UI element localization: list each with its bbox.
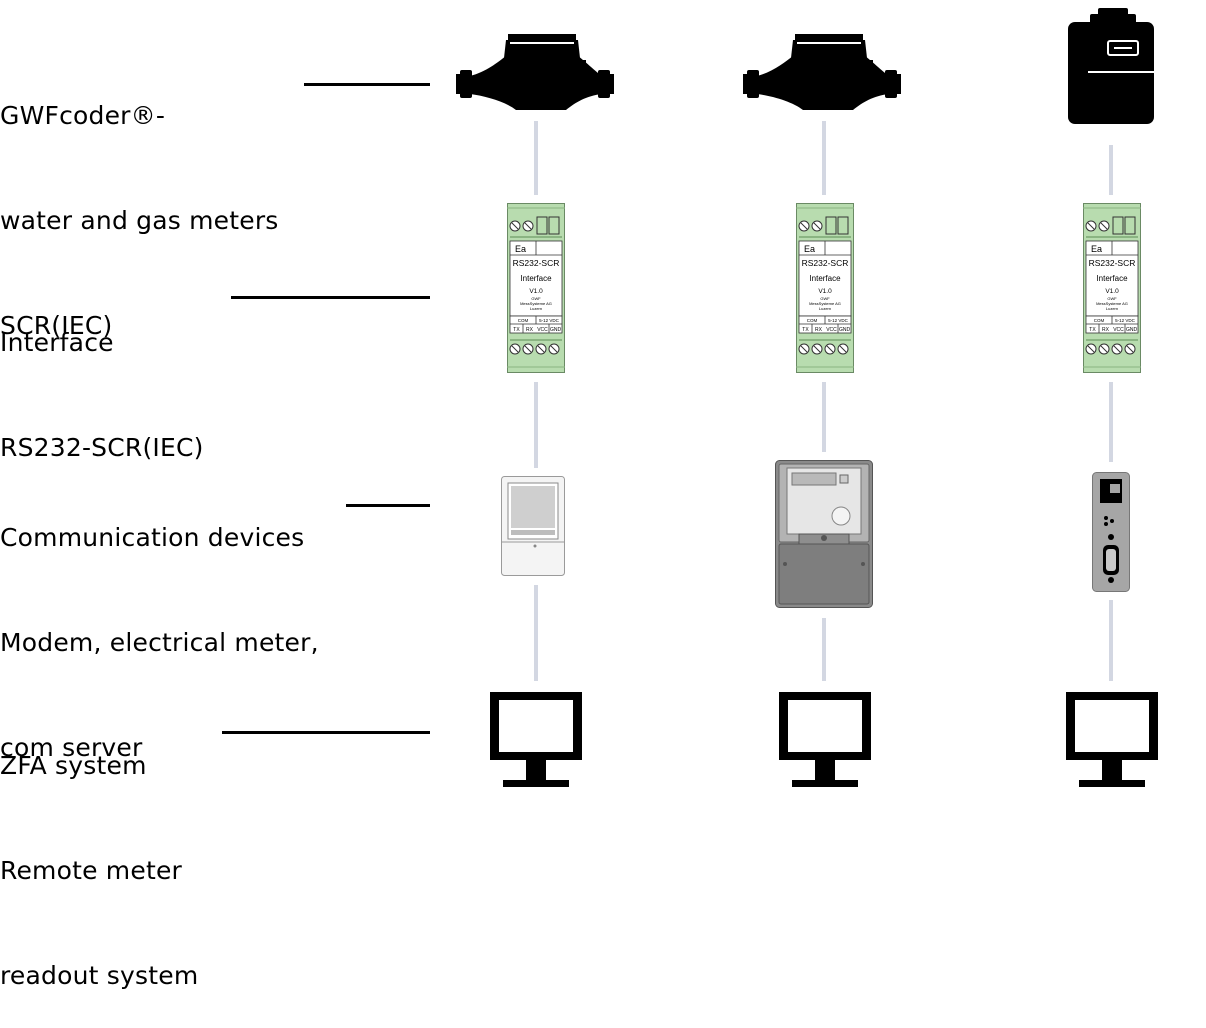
- label-line: Interface: [0, 328, 114, 357]
- module-maker: MessSysteme AG: [520, 301, 552, 306]
- connector-line: [534, 585, 538, 681]
- module-top-label: Ea: [515, 244, 526, 254]
- label-line: Communication devices: [0, 523, 305, 552]
- module-pin: TX: [1089, 327, 1096, 333]
- module-version: V1.0: [818, 288, 832, 295]
- module-power: 5-12 VDC: [828, 318, 849, 323]
- module-pin: TX: [802, 327, 809, 333]
- row-label-meters: GWFcoder®- water and gas meters SCR(IEC): [0, 28, 279, 378]
- leader-line-interface: [231, 296, 430, 299]
- label-line: com server: [0, 733, 143, 762]
- monitor-icon: [1066, 692, 1158, 787]
- monitor-icon: [490, 692, 582, 787]
- connector-line: [534, 121, 538, 195]
- module-pin: TX: [513, 327, 520, 333]
- interface-module: Ea RS232-SCR Interface V1.0 GWF MessSyst…: [796, 203, 854, 373]
- module-maker: Luzern: [1106, 306, 1118, 311]
- module-pin: RX: [526, 327, 534, 333]
- module-pin: RX: [1102, 327, 1110, 333]
- connector-line: [822, 121, 826, 195]
- module-title: Interface: [1096, 274, 1128, 283]
- connector-line: [822, 382, 826, 452]
- label-line: water and gas meters: [0, 206, 279, 235]
- leader-line-meters: [304, 83, 430, 86]
- module-pin: VCC: [826, 327, 837, 333]
- connector-line: [1109, 145, 1113, 195]
- leader-line-zfa: [222, 731, 430, 734]
- module-maker: MessSysteme AG: [1096, 301, 1128, 306]
- module-top-label: Ea: [804, 244, 815, 254]
- gas-meter-icon: [1068, 8, 1154, 124]
- module-com: COM: [518, 318, 529, 323]
- com-server-icon: [1092, 472, 1130, 592]
- module-pin: VCC: [1113, 327, 1124, 333]
- module-maker: Luzern: [819, 306, 831, 311]
- label-line: readout system: [0, 961, 199, 990]
- monitor-icon: [779, 692, 871, 787]
- module-pin: GND: [1126, 327, 1138, 333]
- module-power: 5-12 VDC: [1115, 318, 1136, 323]
- module-maker: MessSysteme AG: [809, 301, 841, 306]
- module-model: RS232-SCR: [1089, 258, 1136, 268]
- module-title: Interface: [809, 274, 841, 283]
- label-line: RS232-SCR(IEC): [0, 433, 204, 462]
- electrical-meter-icon: [775, 460, 873, 608]
- connector-line: [534, 382, 538, 468]
- row-label-communication: Communication devices Modem, electrical …: [0, 450, 319, 800]
- module-version: V1.0: [1105, 288, 1119, 295]
- row-label-zfa: ZFA system Remote meter readout system: [0, 678, 198, 1028]
- module-top-label: Ea: [1091, 244, 1102, 254]
- module-pin: GND: [550, 327, 562, 333]
- module-maker: GWF: [820, 296, 830, 301]
- connector-line: [822, 618, 826, 681]
- label-line: Remote meter: [0, 856, 183, 885]
- module-pin: VCC: [537, 327, 548, 333]
- module-title: Interface: [520, 274, 552, 283]
- water-meter-icon: [456, 34, 614, 110]
- module-com: COM: [1094, 318, 1105, 323]
- interface-module: Ea RS232-SCR Interface V1.0 GWF MessSyst…: [507, 203, 565, 373]
- module-maker: Luzern: [530, 306, 542, 311]
- module-model: RS232-SCR: [513, 258, 560, 268]
- leader-line-communication: [346, 504, 430, 507]
- module-com: COM: [807, 318, 818, 323]
- water-meter-icon: [743, 34, 901, 110]
- module-maker: GWF: [1107, 296, 1117, 301]
- label-line: GWFcoder®-: [0, 101, 166, 130]
- label-line: SCR(IEC): [0, 311, 113, 340]
- interface-module: Ea RS232-SCR Interface V1.0 GWF MessSyst…: [1083, 203, 1141, 373]
- connector-line: [1109, 600, 1113, 681]
- row-label-interface: Interface RS232-SCR(IEC): [0, 255, 204, 500]
- module-maker: GWF: [531, 296, 541, 301]
- label-line: Modem, electrical meter,: [0, 628, 319, 657]
- modem-icon: [501, 476, 565, 576]
- connector-line: [1109, 382, 1113, 462]
- module-pin: GND: [839, 327, 851, 333]
- label-line: ZFA system: [0, 751, 147, 780]
- module-pin: RX: [815, 327, 823, 333]
- module-version: V1.0: [529, 288, 543, 295]
- module-power: 5-12 VDC: [539, 318, 560, 323]
- module-model: RS232-SCR: [802, 258, 849, 268]
